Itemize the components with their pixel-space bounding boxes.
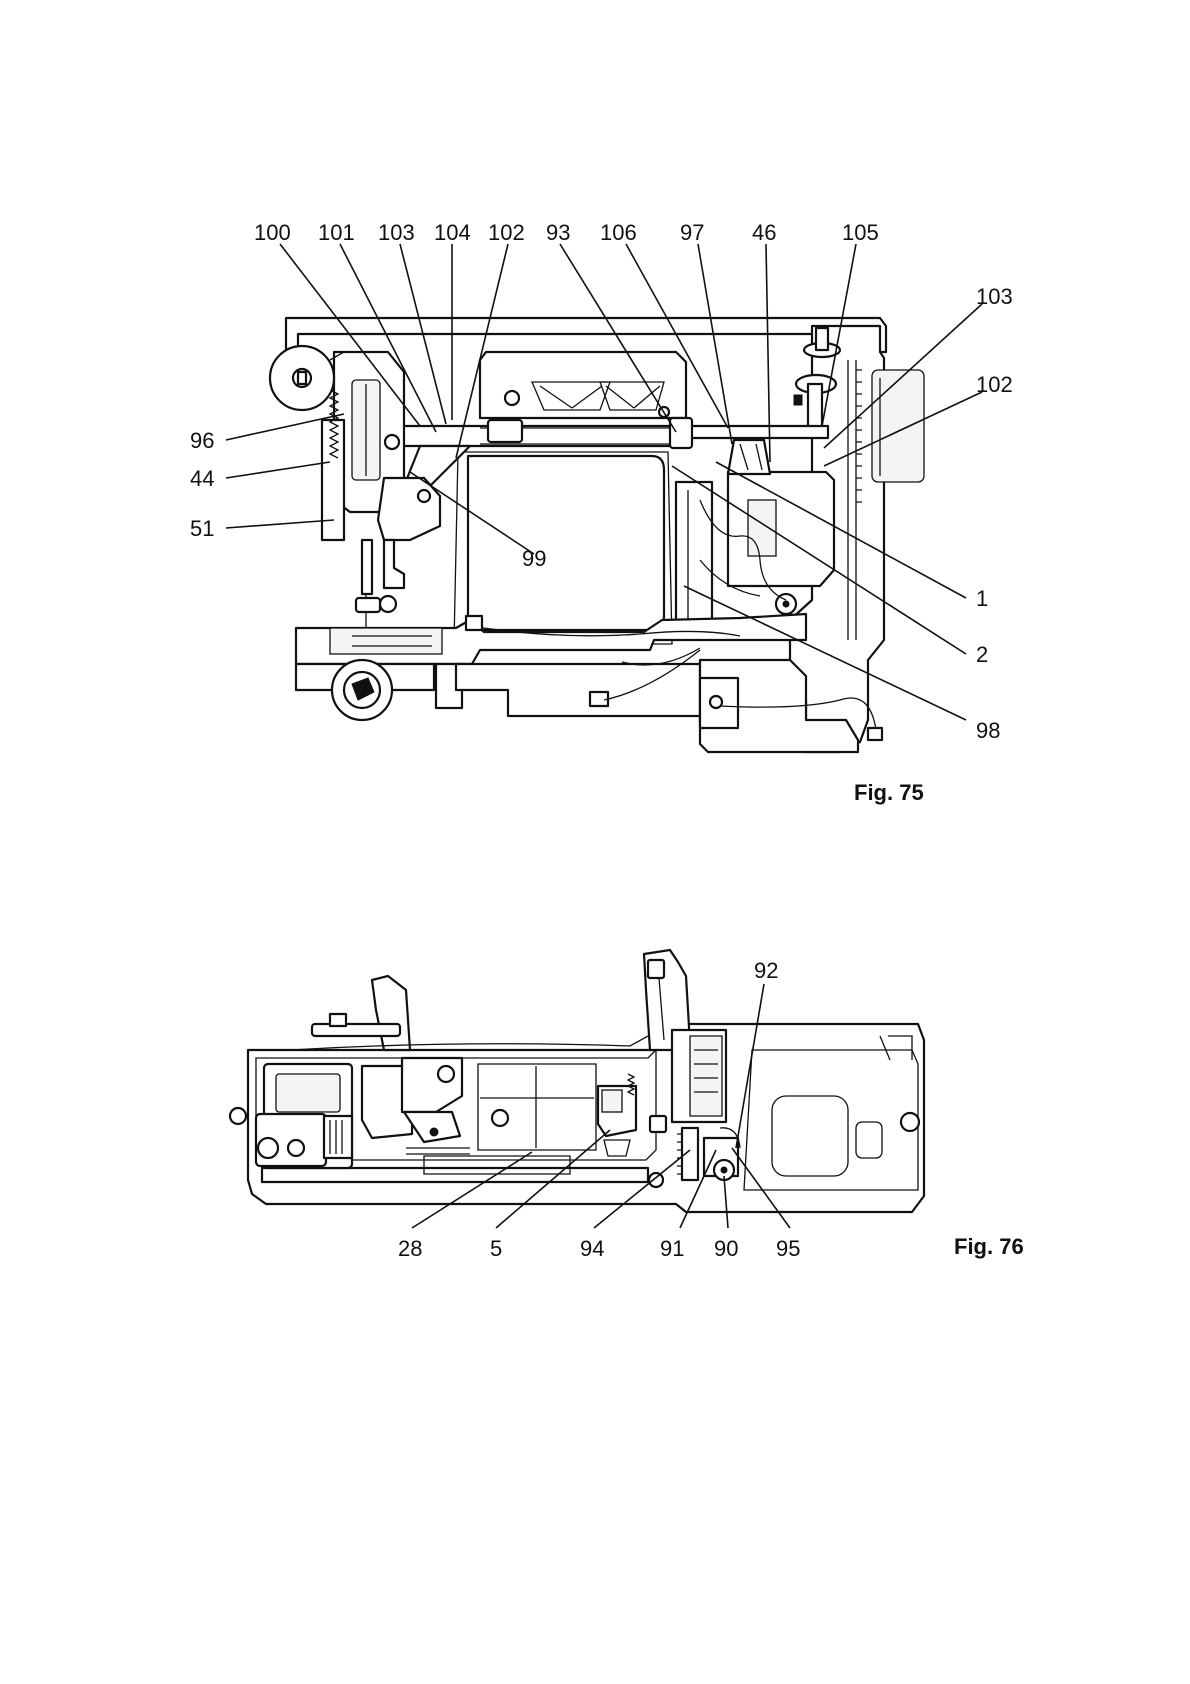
callout-102-top: 102 <box>488 220 525 245</box>
callout-98: 98 <box>976 718 1000 743</box>
callout-106: 106 <box>600 220 637 245</box>
figure-76: 92 28 5 94 91 90 95 Fig. 76 <box>230 950 1024 1261</box>
callout-1: 1 <box>976 586 988 611</box>
fig76-caption: Fig. 76 <box>954 1234 1024 1259</box>
callout-101: 101 <box>318 220 355 245</box>
callout-103-right: 103 <box>976 284 1013 309</box>
callout-102-right: 102 <box>976 372 1013 397</box>
fig75-machine-drawing <box>270 318 924 752</box>
fig75-caption: Fig. 75 <box>854 780 924 805</box>
callout-90: 90 <box>714 1236 738 1261</box>
callout-46: 46 <box>752 220 776 245</box>
callout-95: 95 <box>776 1236 800 1261</box>
callout-99: 99 <box>522 546 546 571</box>
callout-5: 5 <box>490 1236 502 1261</box>
callout-51: 51 <box>190 516 214 541</box>
callout-97: 97 <box>680 220 704 245</box>
callout-28: 28 <box>398 1236 422 1261</box>
callout-92: 92 <box>754 958 778 983</box>
callout-2: 2 <box>976 642 988 667</box>
callout-103-top: 103 <box>378 220 415 245</box>
callout-44: 44 <box>190 466 214 491</box>
callout-105: 105 <box>842 220 879 245</box>
callout-93: 93 <box>546 220 570 245</box>
fig76-machine-drawing <box>230 950 924 1212</box>
callout-91: 91 <box>660 1236 684 1261</box>
callout-104: 104 <box>434 220 471 245</box>
figure-75: 100 101 103 104 102 93 106 97 46 105 103… <box>190 220 1013 805</box>
callout-100: 100 <box>254 220 291 245</box>
callout-94: 94 <box>580 1236 604 1261</box>
callout-96: 96 <box>190 428 214 453</box>
